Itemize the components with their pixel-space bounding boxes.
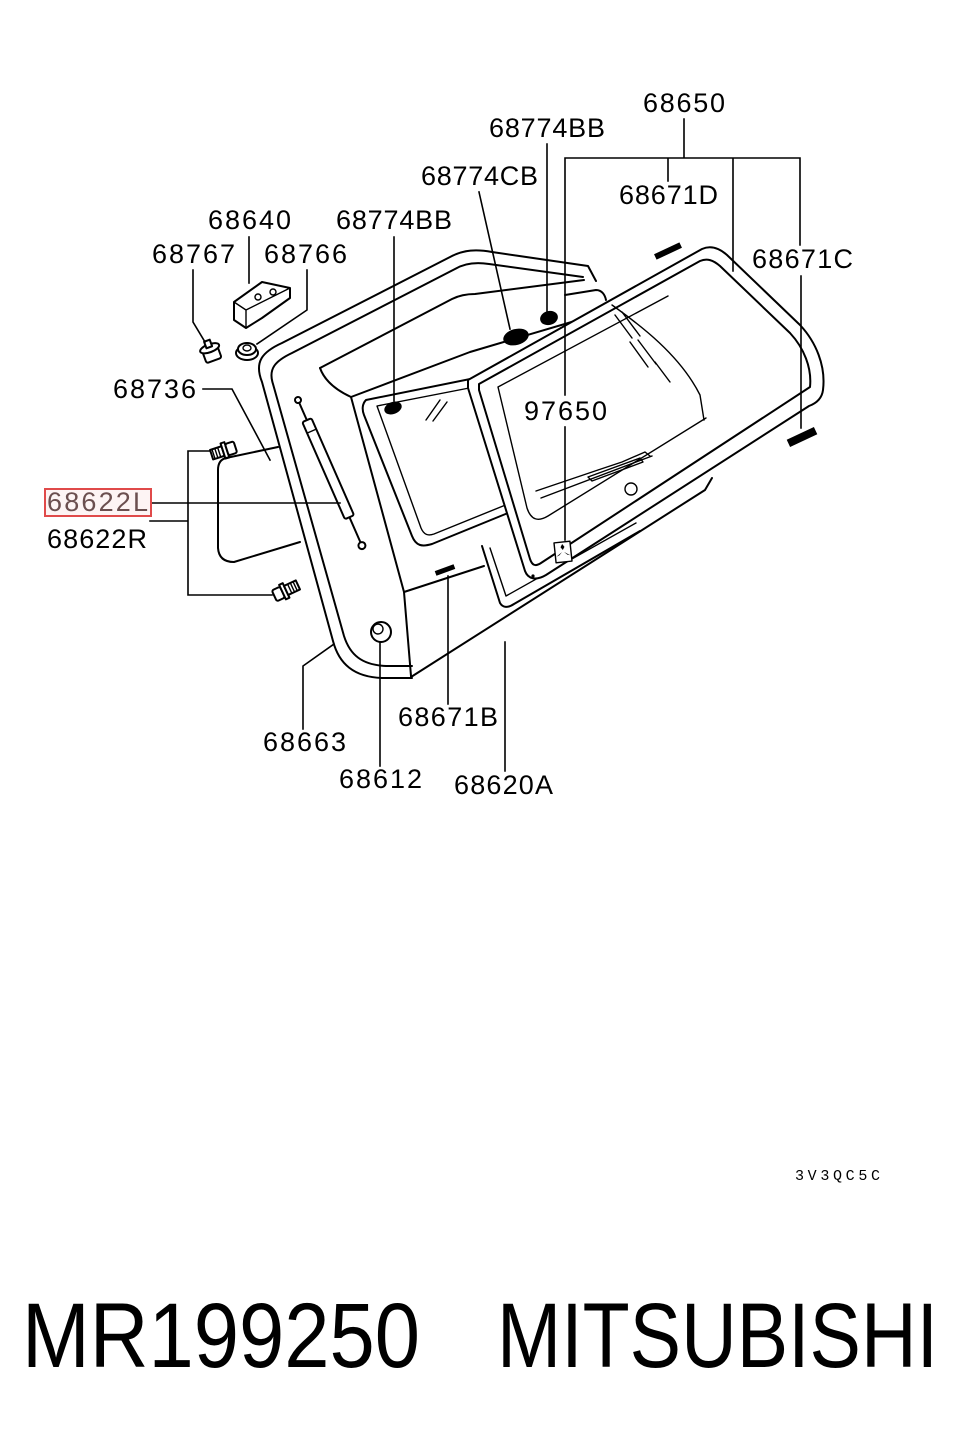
leader-68622R-bracket xyxy=(149,450,273,596)
part-label-68774CB: 68774CB xyxy=(421,161,538,191)
glass-ceramic-border xyxy=(497,295,707,520)
glass-molding-inner xyxy=(478,258,812,567)
strip-68671B xyxy=(434,564,456,576)
reflection-marks xyxy=(425,399,448,422)
part-labels: 68650 68774BB 68774CB 68671D 68640 68774… xyxy=(44,88,853,800)
part-label-68766: 68766 xyxy=(264,239,347,269)
tailgate-inner-rail xyxy=(350,317,586,398)
part-label-68774BB-top: 68774BB xyxy=(489,113,605,143)
leader-68736 xyxy=(202,388,272,462)
strut-bolt-lower xyxy=(271,579,301,602)
screw-68767 xyxy=(199,338,223,364)
part-label-68650: 68650 xyxy=(643,88,725,118)
inner-lock-hole xyxy=(624,482,638,496)
plug-68774BB-left xyxy=(384,401,402,415)
glass-molding-outer xyxy=(467,246,825,580)
lower-panel-line xyxy=(403,565,485,593)
part-label-68671C: 68671C xyxy=(752,244,853,274)
footer-brand: MITSUBISHI xyxy=(497,1285,938,1387)
part-label-68663: 68663 xyxy=(263,727,346,757)
inner-handle-slot xyxy=(587,457,644,482)
leader-lines xyxy=(149,118,802,772)
plug-68774BB-top xyxy=(540,310,558,326)
part-label-68622R: 68622R xyxy=(47,524,147,554)
part-label-97650: 97650 xyxy=(524,396,607,426)
license-plate-recess-inner xyxy=(489,522,637,597)
glass-defroster-lines xyxy=(614,311,671,383)
leader-68650-bracket xyxy=(564,118,801,396)
tailgate-inner-trim-top xyxy=(319,279,585,369)
window-opening-inner xyxy=(376,381,509,536)
part-label-68774BB-left: 68774BB xyxy=(336,205,452,235)
tailgate-weatherstrip-inner xyxy=(270,262,584,667)
part-label-68736: 68736 xyxy=(113,374,196,404)
part-label-68767: 68767 xyxy=(152,239,235,269)
part-label-68671B: 68671B xyxy=(398,702,498,732)
gas-strut-68622 xyxy=(294,396,367,551)
tailgate-bottom-edge xyxy=(410,477,713,678)
strip-68671C xyxy=(786,427,818,447)
plug-68774CB xyxy=(503,328,529,346)
grommet-68766 xyxy=(235,342,259,361)
handle-knob-68612 xyxy=(370,621,392,643)
part-label-68620A: 68620A xyxy=(454,770,553,800)
trim-panel-68736 xyxy=(217,446,301,563)
leader-68663 xyxy=(302,642,336,730)
molding-dot xyxy=(531,574,535,578)
footer-part-number: MR199250 xyxy=(22,1285,420,1387)
leader-68774CB xyxy=(478,191,511,330)
highlight-box-68622L xyxy=(44,488,152,517)
license-plate-recess-outer xyxy=(481,530,641,608)
brand-emblem-icon xyxy=(553,540,573,564)
strut-bolt-upper xyxy=(209,440,238,461)
drawing-code: 3V3QC5C xyxy=(795,1168,880,1185)
leader-68766 xyxy=(255,269,308,346)
part-label-68671D: 68671D xyxy=(619,180,718,210)
tailgate-drawing xyxy=(257,249,713,679)
tailgate-corner-detail xyxy=(564,289,607,301)
strip-68671D xyxy=(654,242,682,260)
rear-glass-assembly xyxy=(467,242,825,580)
handle-knob-hole xyxy=(372,623,384,635)
tailgate-weatherstrip-outer xyxy=(257,249,597,679)
part-label-68640: 68640 xyxy=(208,205,291,235)
bracket-68640 xyxy=(233,281,291,329)
part-label-68612: 68612 xyxy=(339,764,422,794)
window-opening-outer xyxy=(361,372,509,547)
inner-handle-lines xyxy=(535,451,653,499)
leader-68767 xyxy=(192,269,207,344)
